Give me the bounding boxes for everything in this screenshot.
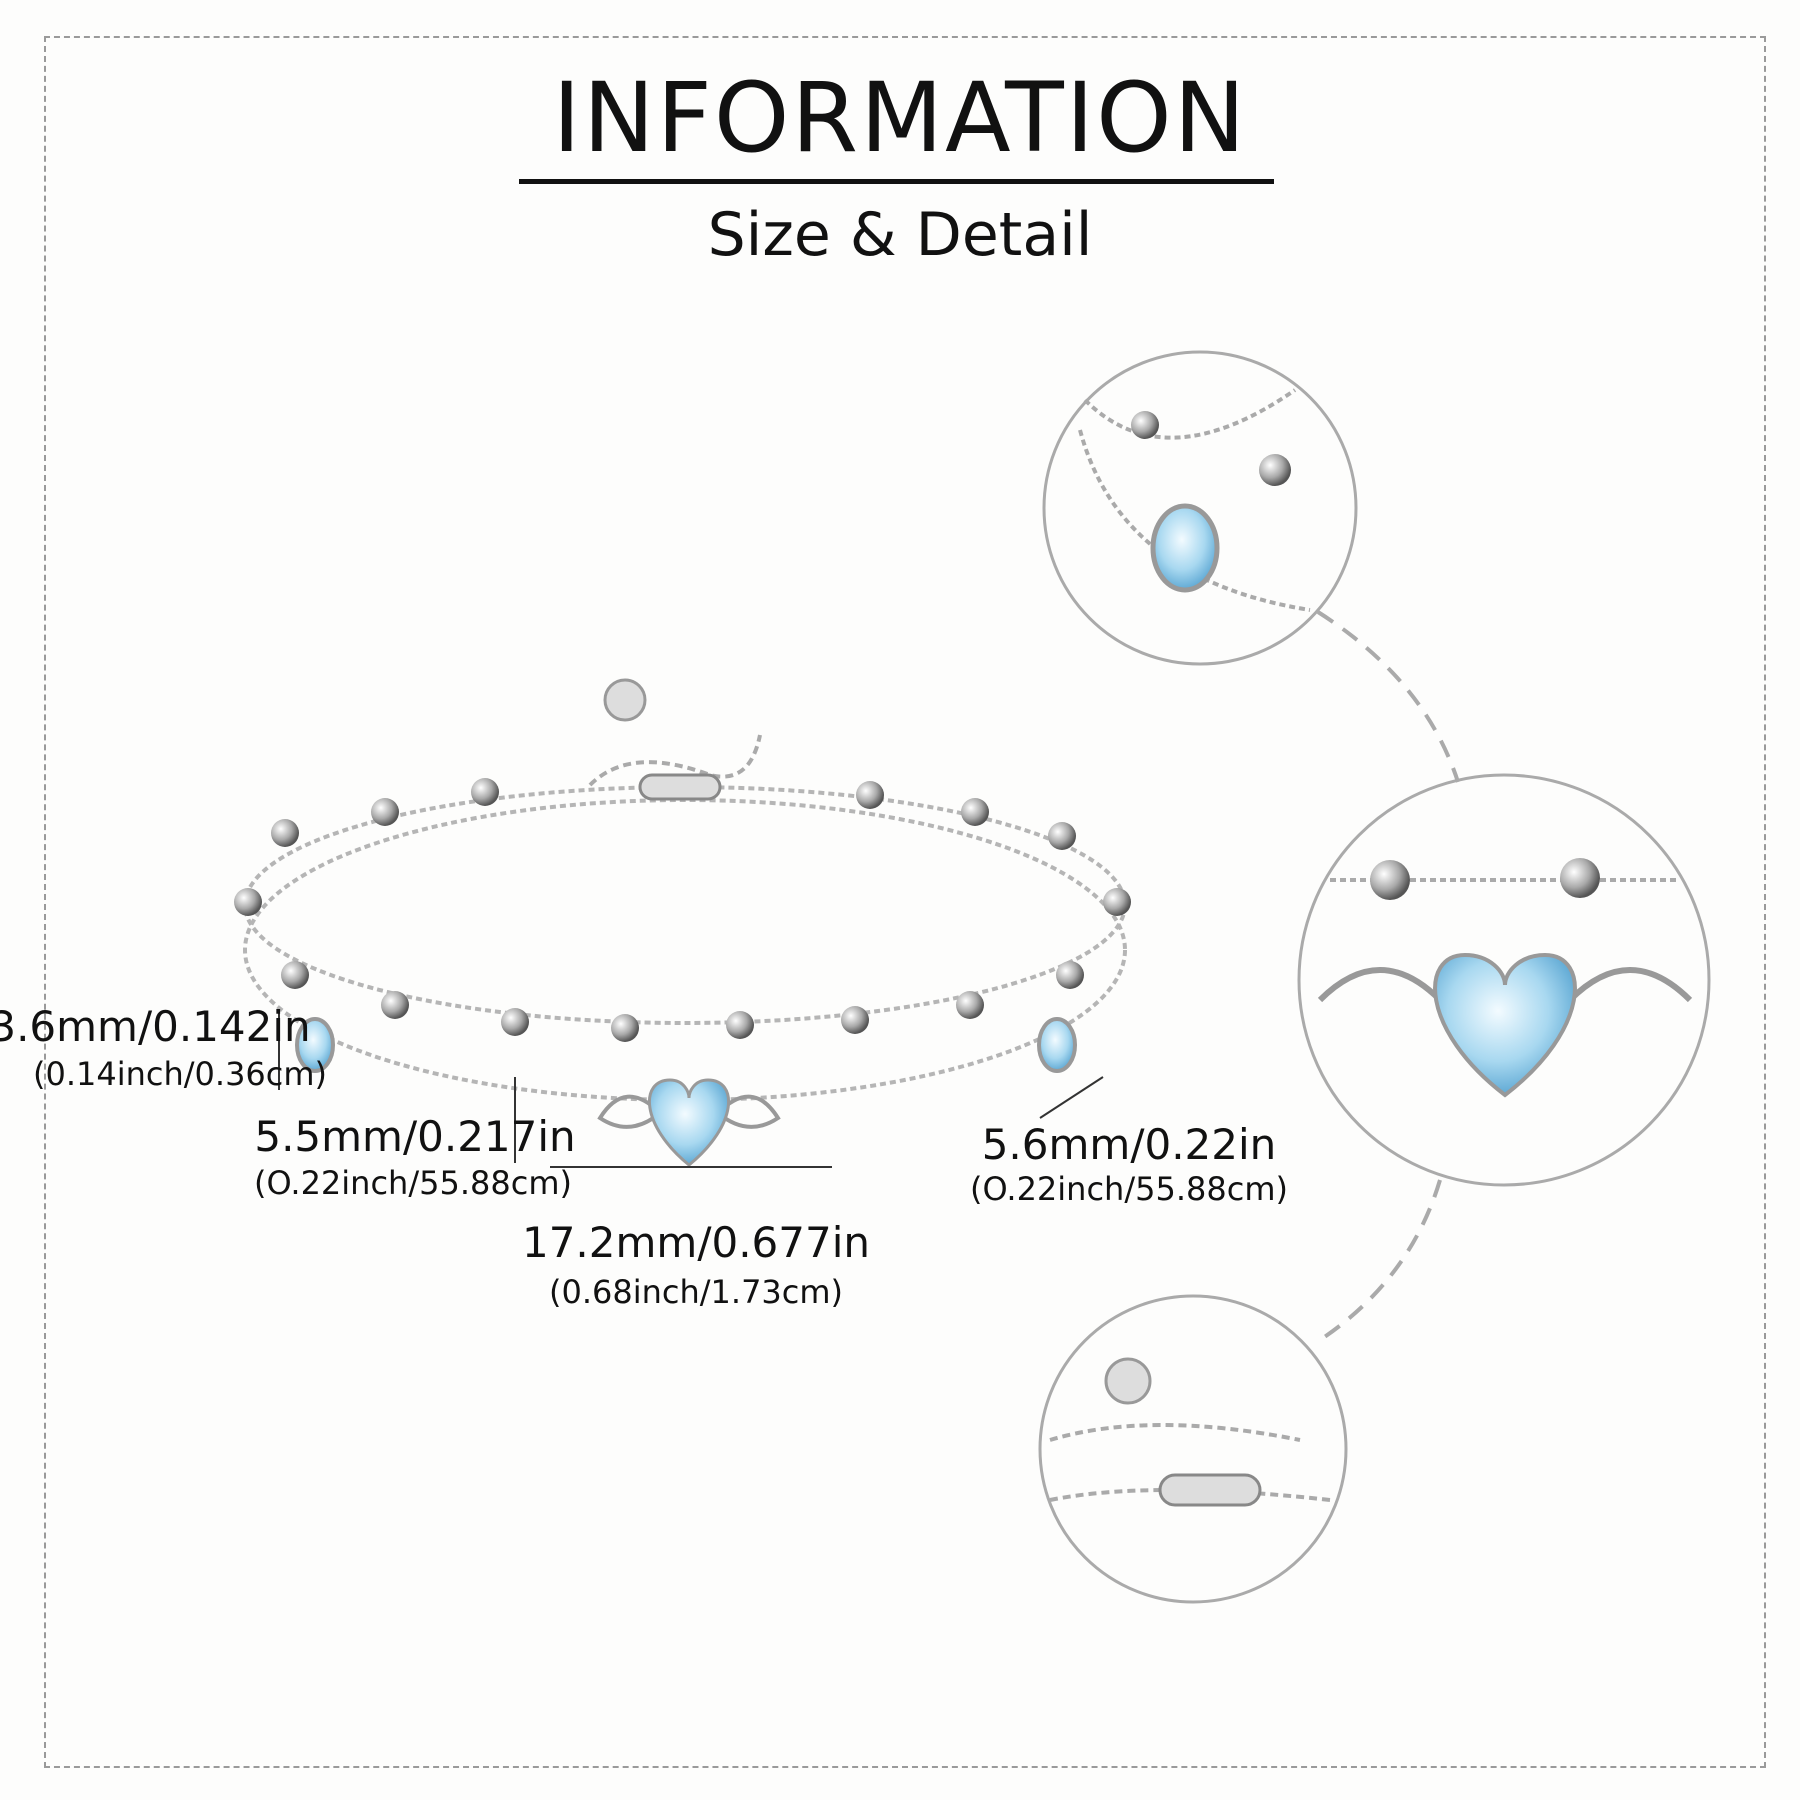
round-stone-size: 5.6mm/0.22in <box>981 1120 1277 1169</box>
heart-height-size: 5.5mm/0.217in <box>254 1112 576 1161</box>
detail-clasp-illustration <box>1049 1357 1331 1507</box>
oval-stone-size: 3.6mm/0.142in <box>0 1002 311 1051</box>
lower-chain <box>243 798 1127 1102</box>
detail-oval-stone-illustration <box>1078 388 1311 612</box>
round-stone-size-converted: (O.22inch/55.88cm) <box>970 1170 1288 1208</box>
detail-circle-clasp <box>1038 1294 1348 1604</box>
heart-height-size-converted: (O.22inch/55.88cm) <box>254 1164 572 1202</box>
page-subtitle: Size & Detail <box>707 200 1093 270</box>
title-underline <box>519 179 1274 184</box>
bracelet <box>234 678 1131 1167</box>
beads <box>234 778 1131 1042</box>
detail-circle-oval-stone <box>1042 350 1358 666</box>
heart-width-size-converted: (0.68inch/1.73cm) <box>548 1273 844 1311</box>
connector-1 <box>1316 610 1460 783</box>
heart-stone <box>648 1078 730 1167</box>
heart-width-size: 17.2mm/0.677in <box>521 1218 871 1267</box>
dashed-frame <box>44 36 1766 1768</box>
connector-2 <box>1318 1179 1442 1342</box>
detail-heart-illustration <box>1317 858 1693 1098</box>
detail-circle-heart <box>1297 773 1711 1187</box>
page-title: INFORMATION <box>552 62 1248 174</box>
oval-stone <box>295 1017 335 1073</box>
measurement-arrows <box>278 1010 1104 1168</box>
extender-chain <box>588 734 762 787</box>
oval-stone-size-converted: (0.14inch/0.36cm) <box>32 1055 328 1093</box>
lobster-clasp <box>638 773 722 801</box>
tag-charm <box>603 678 647 722</box>
detail-circles <box>1038 350 1711 1604</box>
round-stone <box>1037 1017 1077 1073</box>
